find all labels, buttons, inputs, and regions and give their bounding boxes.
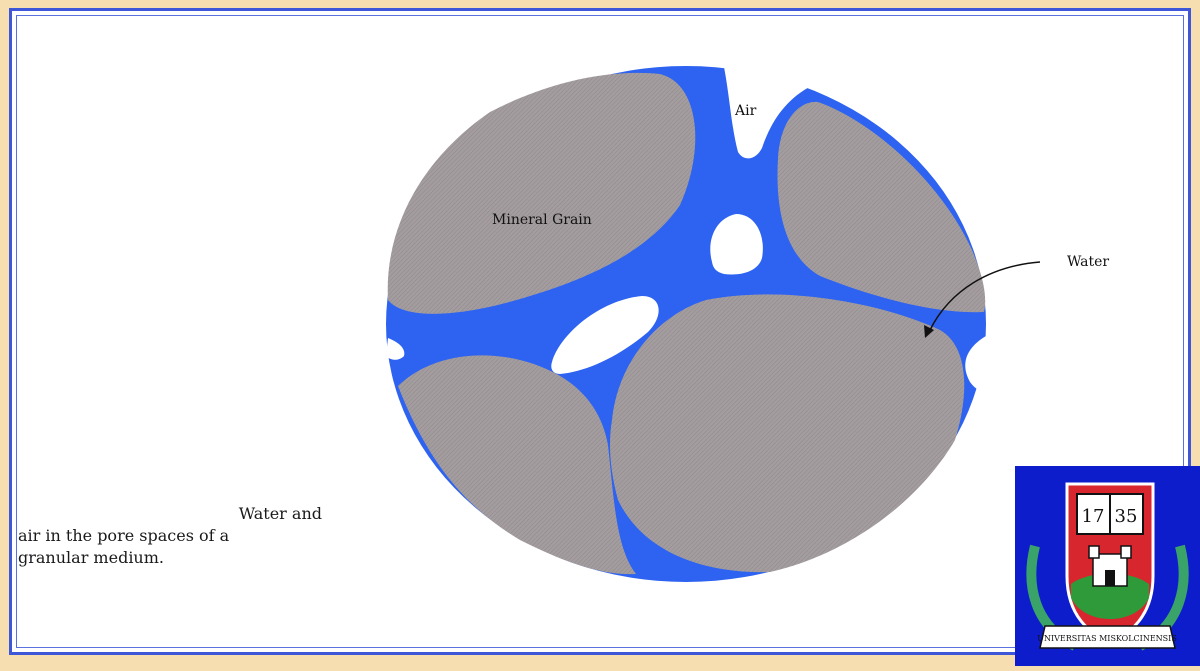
caption-line-1: Water and	[18, 503, 338, 525]
castle-tower-right-icon	[1121, 546, 1131, 558]
mineral-grain-label: Mineral Grain	[492, 212, 592, 228]
crest-emblem-icon: 17 35 UNIVERSITAS MISKOLCINENSIS	[1015, 466, 1200, 666]
ribbon-text: UNIVERSITAS MISKOLCINENSIS	[1037, 634, 1177, 643]
university-crest-logo: 17 35 UNIVERSITAS MISKOLCINENSIS	[1015, 466, 1200, 666]
figure-caption: Water and air in the pore spaces of a gr…	[18, 503, 338, 569]
mineral-grain-lower-right	[610, 294, 964, 572]
air-label: Air	[735, 103, 756, 119]
castle-tower-left-icon	[1089, 546, 1099, 558]
castle-gate-icon	[1105, 570, 1115, 586]
caption-line-3: granular medium.	[18, 547, 338, 569]
caption-line-2: air in the pore spaces of a	[18, 525, 338, 547]
water-label: Water	[1067, 254, 1109, 270]
year-left-text: 17	[1082, 506, 1105, 527]
year-right-text: 35	[1115, 506, 1138, 527]
